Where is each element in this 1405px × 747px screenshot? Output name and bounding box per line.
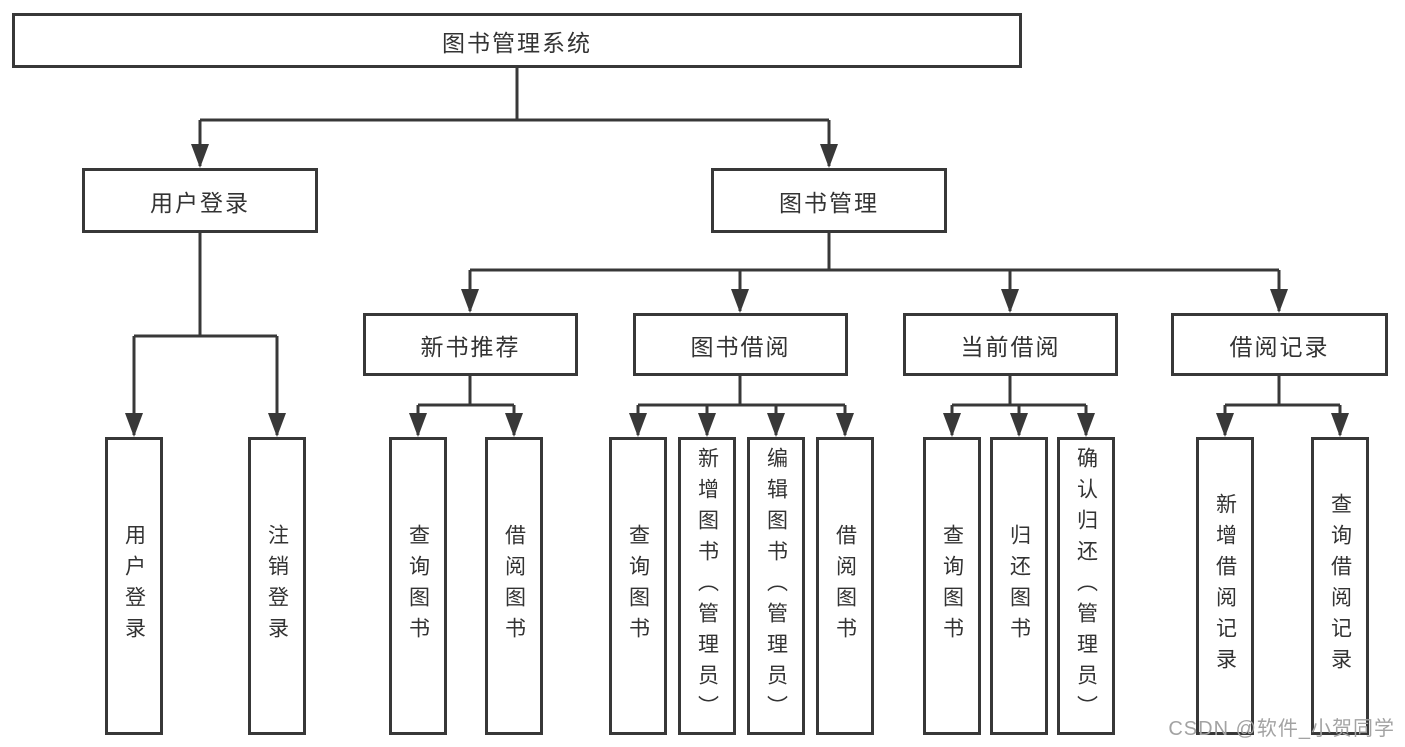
leaf-current-query-books: 查询图书 — [923, 437, 981, 735]
leaf-label: 借阅图书 — [833, 524, 857, 648]
leaf-label: 确认归还（管理员） — [1074, 446, 1098, 726]
arrow-icon — [191, 144, 209, 168]
arrow-icon — [268, 413, 286, 437]
leaf-label: 新增借阅记录 — [1213, 493, 1237, 679]
node-label: 图书借阅 — [690, 333, 791, 360]
leaf-borrow-borrow-books: 借阅图书 — [816, 437, 874, 735]
leaf-current-confirm-return-admin: 确认归还（管理员） — [1057, 437, 1115, 735]
leaf-records-add-record: 新增借阅记录 — [1196, 437, 1254, 735]
leaf-label: 借阅图书 — [502, 524, 526, 648]
arrow-icon — [629, 413, 647, 437]
node-label: 图书管理 — [779, 189, 879, 216]
leaf-newbook-borrow-books: 借阅图书 — [485, 437, 543, 735]
node-user-login-branch: 用户登录 — [82, 168, 318, 233]
arrow-icon — [820, 144, 838, 168]
leaf-borrow-query-books: 查询图书 — [609, 437, 667, 735]
leaf-label: 编辑图书（管理员） — [764, 446, 788, 726]
arrow-icon — [943, 413, 961, 437]
leaf-borrow-edit-books-admin: 编辑图书（管理员） — [747, 437, 805, 735]
leaf-current-return-books: 归还图书 — [990, 437, 1048, 735]
leaf-label: 查询借阅记录 — [1328, 493, 1352, 679]
arrow-icon — [1077, 413, 1095, 437]
leaf-borrow-add-books-admin: 新增图书（管理员） — [678, 437, 736, 735]
leaf-label: 查询图书 — [406, 524, 430, 648]
leaf-records-query-record: 查询借阅记录 — [1311, 437, 1369, 735]
arrow-icon — [461, 289, 479, 313]
node-new-book-recommend: 新书推荐 — [363, 313, 578, 376]
leaf-label: 查询图书 — [626, 524, 650, 648]
leaf-newbook-query-books: 查询图书 — [389, 437, 447, 735]
leaf-label: 注销登录 — [265, 524, 289, 648]
node-label: 用户登录 — [150, 189, 250, 216]
arrow-icon — [836, 413, 854, 437]
node-current-borrow: 当前借阅 — [903, 313, 1118, 376]
leaf-label: 用户登录 — [122, 524, 146, 648]
leaf-label: 新增图书（管理员） — [695, 446, 719, 726]
node-borrow-records: 借阅记录 — [1171, 313, 1388, 376]
arrow-icon — [1331, 413, 1349, 437]
csdn-watermark: CSDN @软件_小贺同学 — [1168, 718, 1395, 740]
arrow-icon — [1001, 289, 1019, 313]
leaf-label: 归还图书 — [1007, 524, 1031, 648]
arrow-icon — [1216, 413, 1234, 437]
leaf-user-login: 用户登录 — [105, 437, 163, 735]
arrow-icon — [731, 289, 749, 313]
arrow-icon — [125, 413, 143, 437]
arrow-icon — [698, 413, 716, 437]
node-root-label: 图书管理系统 — [442, 29, 592, 56]
node-root: 图书管理系统 — [12, 13, 1022, 68]
arrow-icon — [505, 413, 523, 437]
node-book-management-branch: 图书管理 — [711, 168, 947, 233]
arrow-icon — [409, 413, 427, 437]
node-label: 借阅记录 — [1229, 333, 1330, 360]
arrow-icon — [1270, 289, 1288, 313]
node-label: 新书推荐 — [420, 333, 521, 360]
leaf-label: 查询图书 — [940, 524, 964, 648]
connector-strokes — [132, 68, 1342, 435]
leaf-logout: 注销登录 — [248, 437, 306, 735]
arrow-icon — [767, 413, 785, 437]
node-book-borrow: 图书借阅 — [633, 313, 848, 376]
arrow-icon — [1010, 413, 1028, 437]
node-label: 当前借阅 — [960, 333, 1061, 360]
